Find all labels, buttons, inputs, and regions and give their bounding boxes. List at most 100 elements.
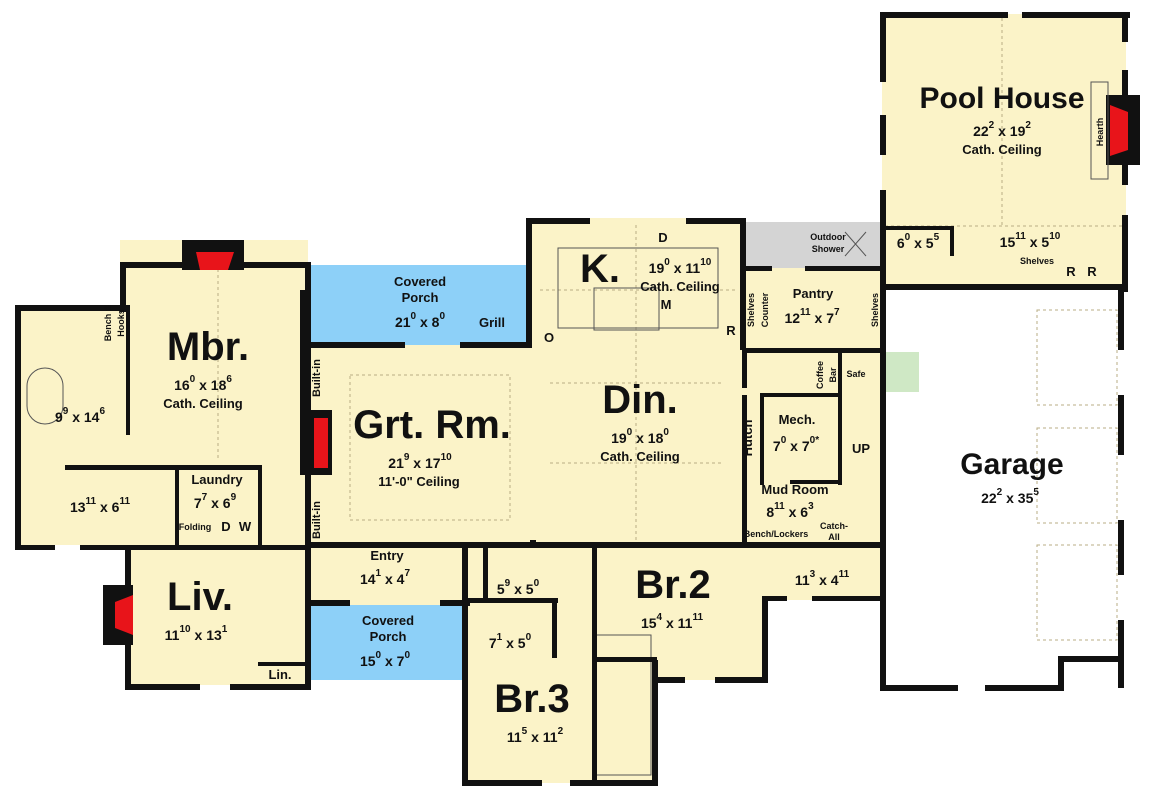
dimension-part: 9 (404, 452, 410, 463)
room-name: Laundry (191, 472, 243, 487)
room-name: Pantry (793, 286, 834, 301)
dimension-part: x (381, 653, 397, 669)
outdoor-shower-area (742, 222, 882, 268)
garage-area (882, 287, 1122, 688)
dimension-part: x (1002, 490, 1018, 506)
dimension-part: 5 (518, 635, 526, 651)
dimension-part: 0 (439, 311, 445, 322)
dimension-part: x (207, 495, 223, 511)
dimension-part: x (527, 729, 543, 745)
built-in-label: Built-in (311, 501, 323, 539)
folding-label: Folding (179, 522, 212, 532)
dimension-part: 0 (781, 435, 787, 446)
dimension-part: 10 (441, 452, 453, 463)
washer-label: W (239, 519, 252, 534)
dimension-part: 6 (226, 374, 232, 385)
dimension-part: 15 (360, 653, 376, 669)
dimension-part: x (195, 377, 211, 393)
dimension-part: 2 (558, 726, 564, 737)
dimension-part: 11 (86, 496, 97, 507)
room-dimensions: 222 x 192 (973, 120, 1031, 139)
dimension-part: 11 (543, 729, 558, 745)
dimension-part: 0 (534, 578, 540, 589)
catch-all-label: All (828, 532, 840, 542)
ceiling-note: Cath. Ceiling (962, 142, 1042, 157)
closet-dimensions: 113 x 411 (795, 569, 850, 588)
dimension-part: 6 (99, 406, 105, 417)
mud-room: Mud Room 811 x 63 Bench/Lockers Catch- A… (744, 482, 848, 542)
dimension-part: 7 (404, 568, 410, 579)
grill-label: Grill (479, 315, 505, 330)
bath-dimensions: 60 x 55 (897, 232, 940, 251)
bath-dimensions: 59 x 50 (497, 578, 540, 597)
dimension-part: 2 (989, 120, 995, 131)
room-name: Br.3 (494, 677, 570, 721)
dimension-part: 4 (831, 572, 839, 588)
dimension-part: 21 (388, 455, 404, 471)
room-dimensions: 154 x 1111 (641, 612, 704, 631)
dimension-part: 8 (766, 504, 774, 520)
dining: Din. 190 x 180 Cath. Ceiling Hutch (600, 378, 755, 464)
bedroom-wing: 59 x 50 71 x 50 Br.2 154 x 1111 113 x 41… (489, 563, 850, 745)
dimension-part: x (910, 235, 926, 251)
dimension-part: 14 (84, 409, 100, 425)
kitchenette-dimensions: 1511 x 510 (1000, 231, 1061, 250)
dimension-part: 10 (179, 624, 191, 635)
pantry: Pantry 1211 x 77 Shelves Counter Shelves… (746, 286, 880, 389)
fireplace-icon (1110, 105, 1128, 156)
bench-label: Bench & (103, 304, 113, 341)
dimension-part: x (632, 430, 648, 446)
living-area (128, 545, 308, 685)
dimension-part: 5 (1033, 487, 1039, 498)
dimension-part: 7 (194, 495, 202, 511)
dimension-part: 12 (784, 310, 800, 326)
dimension-part: 3 (808, 501, 814, 512)
dimension-part: x (815, 572, 831, 588)
dimension-part: 7 (489, 635, 497, 651)
built-in-label: Built-in (311, 359, 323, 397)
master-bath-area (18, 305, 128, 545)
dimension-part: 11 (119, 496, 130, 507)
room-dimensions: 1110 x 131 (165, 624, 228, 643)
porch-label: Covered (362, 613, 414, 628)
dimension-part: x (96, 499, 112, 515)
dryer-label: D (221, 519, 230, 534)
dimension-part: x (409, 455, 425, 471)
room-dimensions: 141 x 47 (360, 568, 411, 587)
dimension-part: 0 (190, 374, 196, 385)
dimension-part: 11 (685, 260, 700, 276)
linen-label: Lin. (268, 667, 291, 682)
dashed-features (26, 18, 1122, 776)
dimension-part: 18 (211, 377, 227, 393)
room-name: Entry (370, 548, 404, 563)
dimension-part: 19 (1010, 123, 1026, 139)
dimension-part: 7 (802, 438, 810, 454)
room-name: Din. (602, 378, 678, 422)
kitchen-dining-area (528, 218, 742, 545)
dimension-part: x (670, 260, 686, 276)
br2-closet-area (765, 545, 882, 600)
dimension-part: 18 (648, 430, 664, 446)
dimension-part: x (510, 581, 526, 597)
dimension-part: 0 (664, 257, 670, 268)
master-closet-laundry: 1311 x 611 Laundry 77 x 69 Folding D W (70, 472, 252, 534)
room-name: Liv. (167, 575, 233, 619)
dimension-part: 4 (397, 571, 405, 587)
dimension-part: 0 (663, 427, 669, 438)
hearth-label: Hearth (1095, 118, 1105, 147)
living: Liv. 1110 x 131 Lin. (165, 575, 292, 682)
dimension-part: 13 (206, 627, 222, 643)
bench-label: Hooks (116, 309, 126, 337)
porch-label: Covered (394, 274, 446, 289)
room-dimensions: 115 x 112 (507, 726, 564, 745)
dimension-part: 9 (231, 492, 237, 503)
rear-porch-area (308, 265, 528, 347)
dimension-part: 5 (934, 232, 940, 243)
catch-all-label: Catch- (820, 521, 848, 531)
fireplace-icon (115, 595, 133, 635)
master-bedroom: Mbr. 160 x 186 Cath. Ceiling 99 x 146 Be… (55, 304, 249, 425)
mech-room: Mech. 70 x 70* UP (773, 412, 870, 456)
great-room-area (305, 345, 535, 545)
room-name: Mbr. (167, 325, 249, 369)
